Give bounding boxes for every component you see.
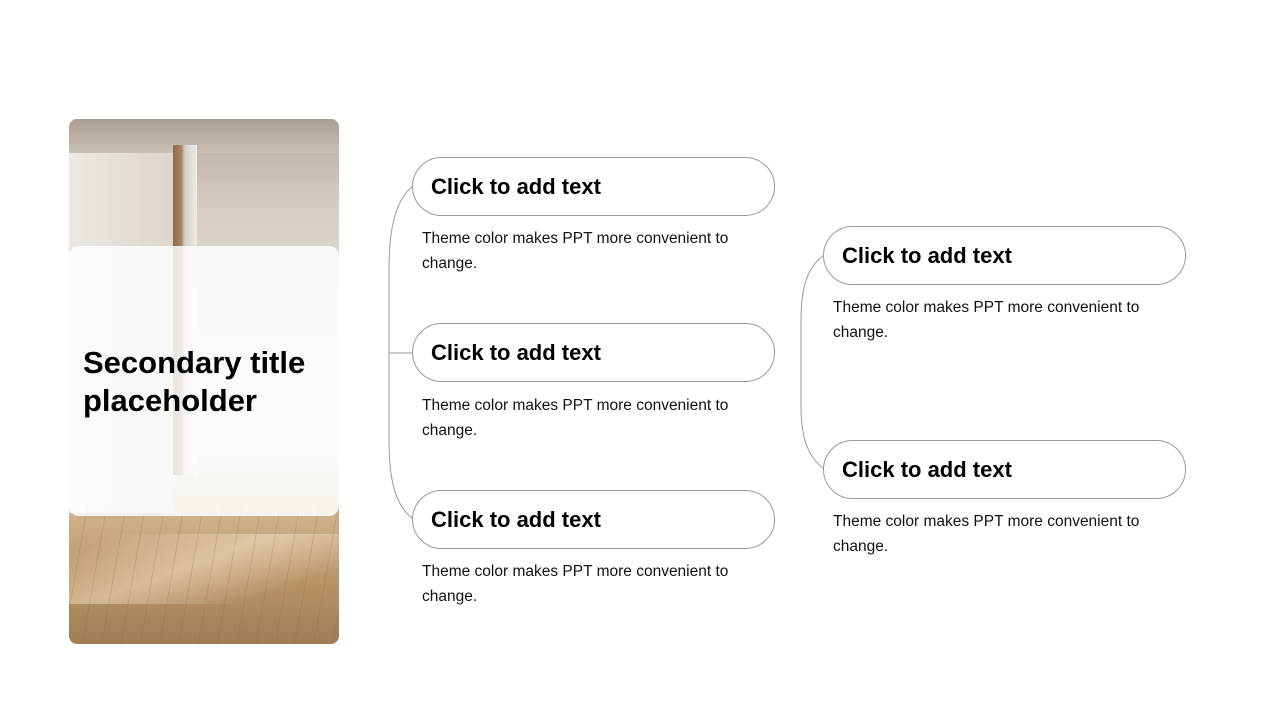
right-item-1-desc[interactable]: Theme color makes PPT more convenient to…	[833, 299, 1140, 341]
left-item-1-heading[interactable]: Click to add text	[431, 173, 601, 199]
right-item-1-pill[interactable]: Click to add text	[823, 226, 1186, 285]
room-ceiling	[69, 119, 339, 153]
left-item-3-pill[interactable]: Click to add text	[412, 490, 775, 549]
right-item-2-pill[interactable]: Click to add text	[823, 440, 1186, 499]
left-item-1-desc[interactable]: Theme color makes PPT more convenient to…	[422, 230, 729, 272]
right-bracket-line	[800, 254, 825, 470]
room-photo	[69, 119, 339, 644]
left-item-2-desc[interactable]: Theme color makes PPT more convenient to…	[422, 397, 729, 439]
left-item-1-pill[interactable]: Click to add text	[412, 157, 775, 216]
wood-floor	[69, 504, 339, 644]
title-card: Secondary title placeholder	[69, 246, 339, 516]
left-item-3-heading[interactable]: Click to add text	[431, 506, 601, 532]
right-item-2-desc[interactable]: Theme color makes PPT more convenient to…	[833, 513, 1140, 555]
secondary-title[interactable]: Secondary title placeholder	[83, 345, 306, 418]
left-item-2-pill[interactable]: Click to add text	[412, 323, 775, 382]
left-item-2-heading[interactable]: Click to add text	[431, 339, 601, 365]
sunlight-patch	[69, 534, 339, 604]
left-bracket-line	[388, 185, 414, 520]
left-item-3-desc[interactable]: Theme color makes PPT more convenient to…	[422, 563, 729, 605]
right-item-2-heading[interactable]: Click to add text	[842, 456, 1012, 482]
right-item-1-heading[interactable]: Click to add text	[842, 242, 1012, 268]
